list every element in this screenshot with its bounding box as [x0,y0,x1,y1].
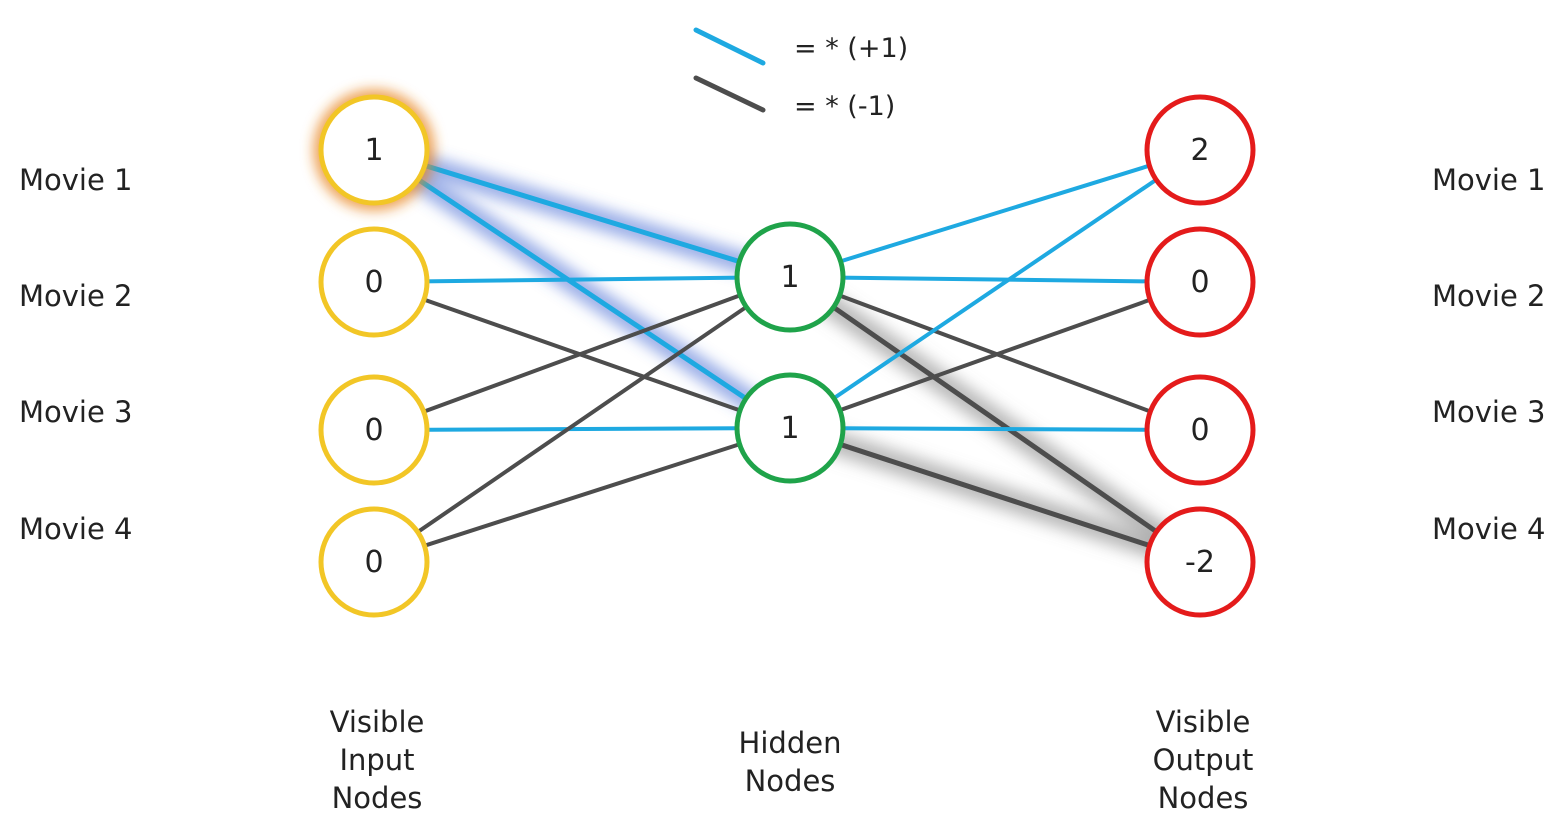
input-node: 0 [318,374,430,486]
legend-negative-line [693,75,766,113]
right-movie-label: Movie 3 [1432,395,1546,429]
node-circle [1144,374,1256,486]
layer-label-line: Visible [330,705,425,739]
left-movie-label: Movie 1 [19,163,133,197]
positive-weight-line [788,148,1202,279]
node-value: 1 [364,133,383,168]
negative-weight-line [372,275,792,564]
negative-weight-line [372,275,792,432]
node-value: 0 [1190,265,1209,300]
layer-label-input: Visible Input Nodes [330,705,425,815]
left-movie-labels: Movie 1 Movie 2 Movie 3 Movie 4 [19,163,133,546]
node-value: 0 [364,545,383,580]
positive-weight-line [371,147,793,280]
highlight-glow-layer [367,139,1207,573]
node-value: 0 [364,413,383,448]
node-value: 0 [364,265,383,300]
negative-weight-line [787,274,1203,565]
node-layer: 1 0 0 0 1 1 2 0 0 -2 [313,89,1256,618]
positive-weight-line [372,426,792,432]
node-circle [318,94,430,206]
layer-label-line: Output [1153,743,1254,777]
layer-label-line: Visible [1156,705,1251,739]
positive-weight-line [372,275,792,284]
right-movie-label: Movie 1 [1432,163,1546,197]
node-value: 1 [780,411,799,446]
hidden-node: 1 [734,372,846,484]
legend: = * (+1) = * (-1) [693,27,908,122]
positive-weight-line [788,426,1202,432]
layer-label-line: Nodes [1158,781,1249,815]
positive-weight-line [788,148,1202,430]
input-node: 0 [318,506,430,618]
node-circle [1144,506,1256,618]
hidden-node: 1 [734,221,846,333]
node-value: 2 [1190,133,1209,168]
negative-weight-line [787,425,1203,565]
layer-label-line: Nodes [332,781,423,815]
layer-label-hidden: Hidden Nodes [739,726,842,798]
input-node: 1 [313,89,435,211]
output-node: 0 [1144,374,1256,486]
input-node: 0 [318,226,430,338]
right-movie-label: Movie 4 [1432,512,1546,546]
connection-layer [371,147,1203,565]
layer-label-line: Nodes [745,764,836,798]
positive-weight-line [788,275,1202,284]
node-circle [1144,226,1256,338]
node-circle [1144,94,1256,206]
node-value: 1 [780,260,799,295]
negative-weight-line [788,280,1202,430]
output-node: -2 [1144,506,1256,618]
output-node: 2 [1144,94,1256,206]
node-value: 0 [1190,413,1209,448]
layer-label-line: Hidden [739,726,842,760]
node-circle [318,374,430,486]
node-value: -2 [1185,545,1215,580]
output-node: 0 [1144,226,1256,338]
left-movie-label: Movie 2 [19,279,133,313]
legend-negative-label: = * (-1) [794,91,895,122]
legend-positive-line [693,27,766,66]
left-movie-label: Movie 4 [19,512,133,546]
layer-label-output: Visible Output Nodes [1153,705,1254,815]
node-circle [318,226,430,338]
node-circle [734,221,846,333]
node-circle [734,372,846,484]
legend-positive-label: = * (+1) [794,33,908,64]
right-movie-label: Movie 2 [1432,279,1546,313]
left-movie-label: Movie 3 [19,395,133,429]
layer-label-line: Input [339,743,414,777]
node-circle [318,506,430,618]
negative-weight-line [372,426,792,564]
positive-weight-line [371,147,793,431]
right-movie-labels: Movie 1 Movie 2 Movie 3 Movie 4 [1432,163,1546,546]
